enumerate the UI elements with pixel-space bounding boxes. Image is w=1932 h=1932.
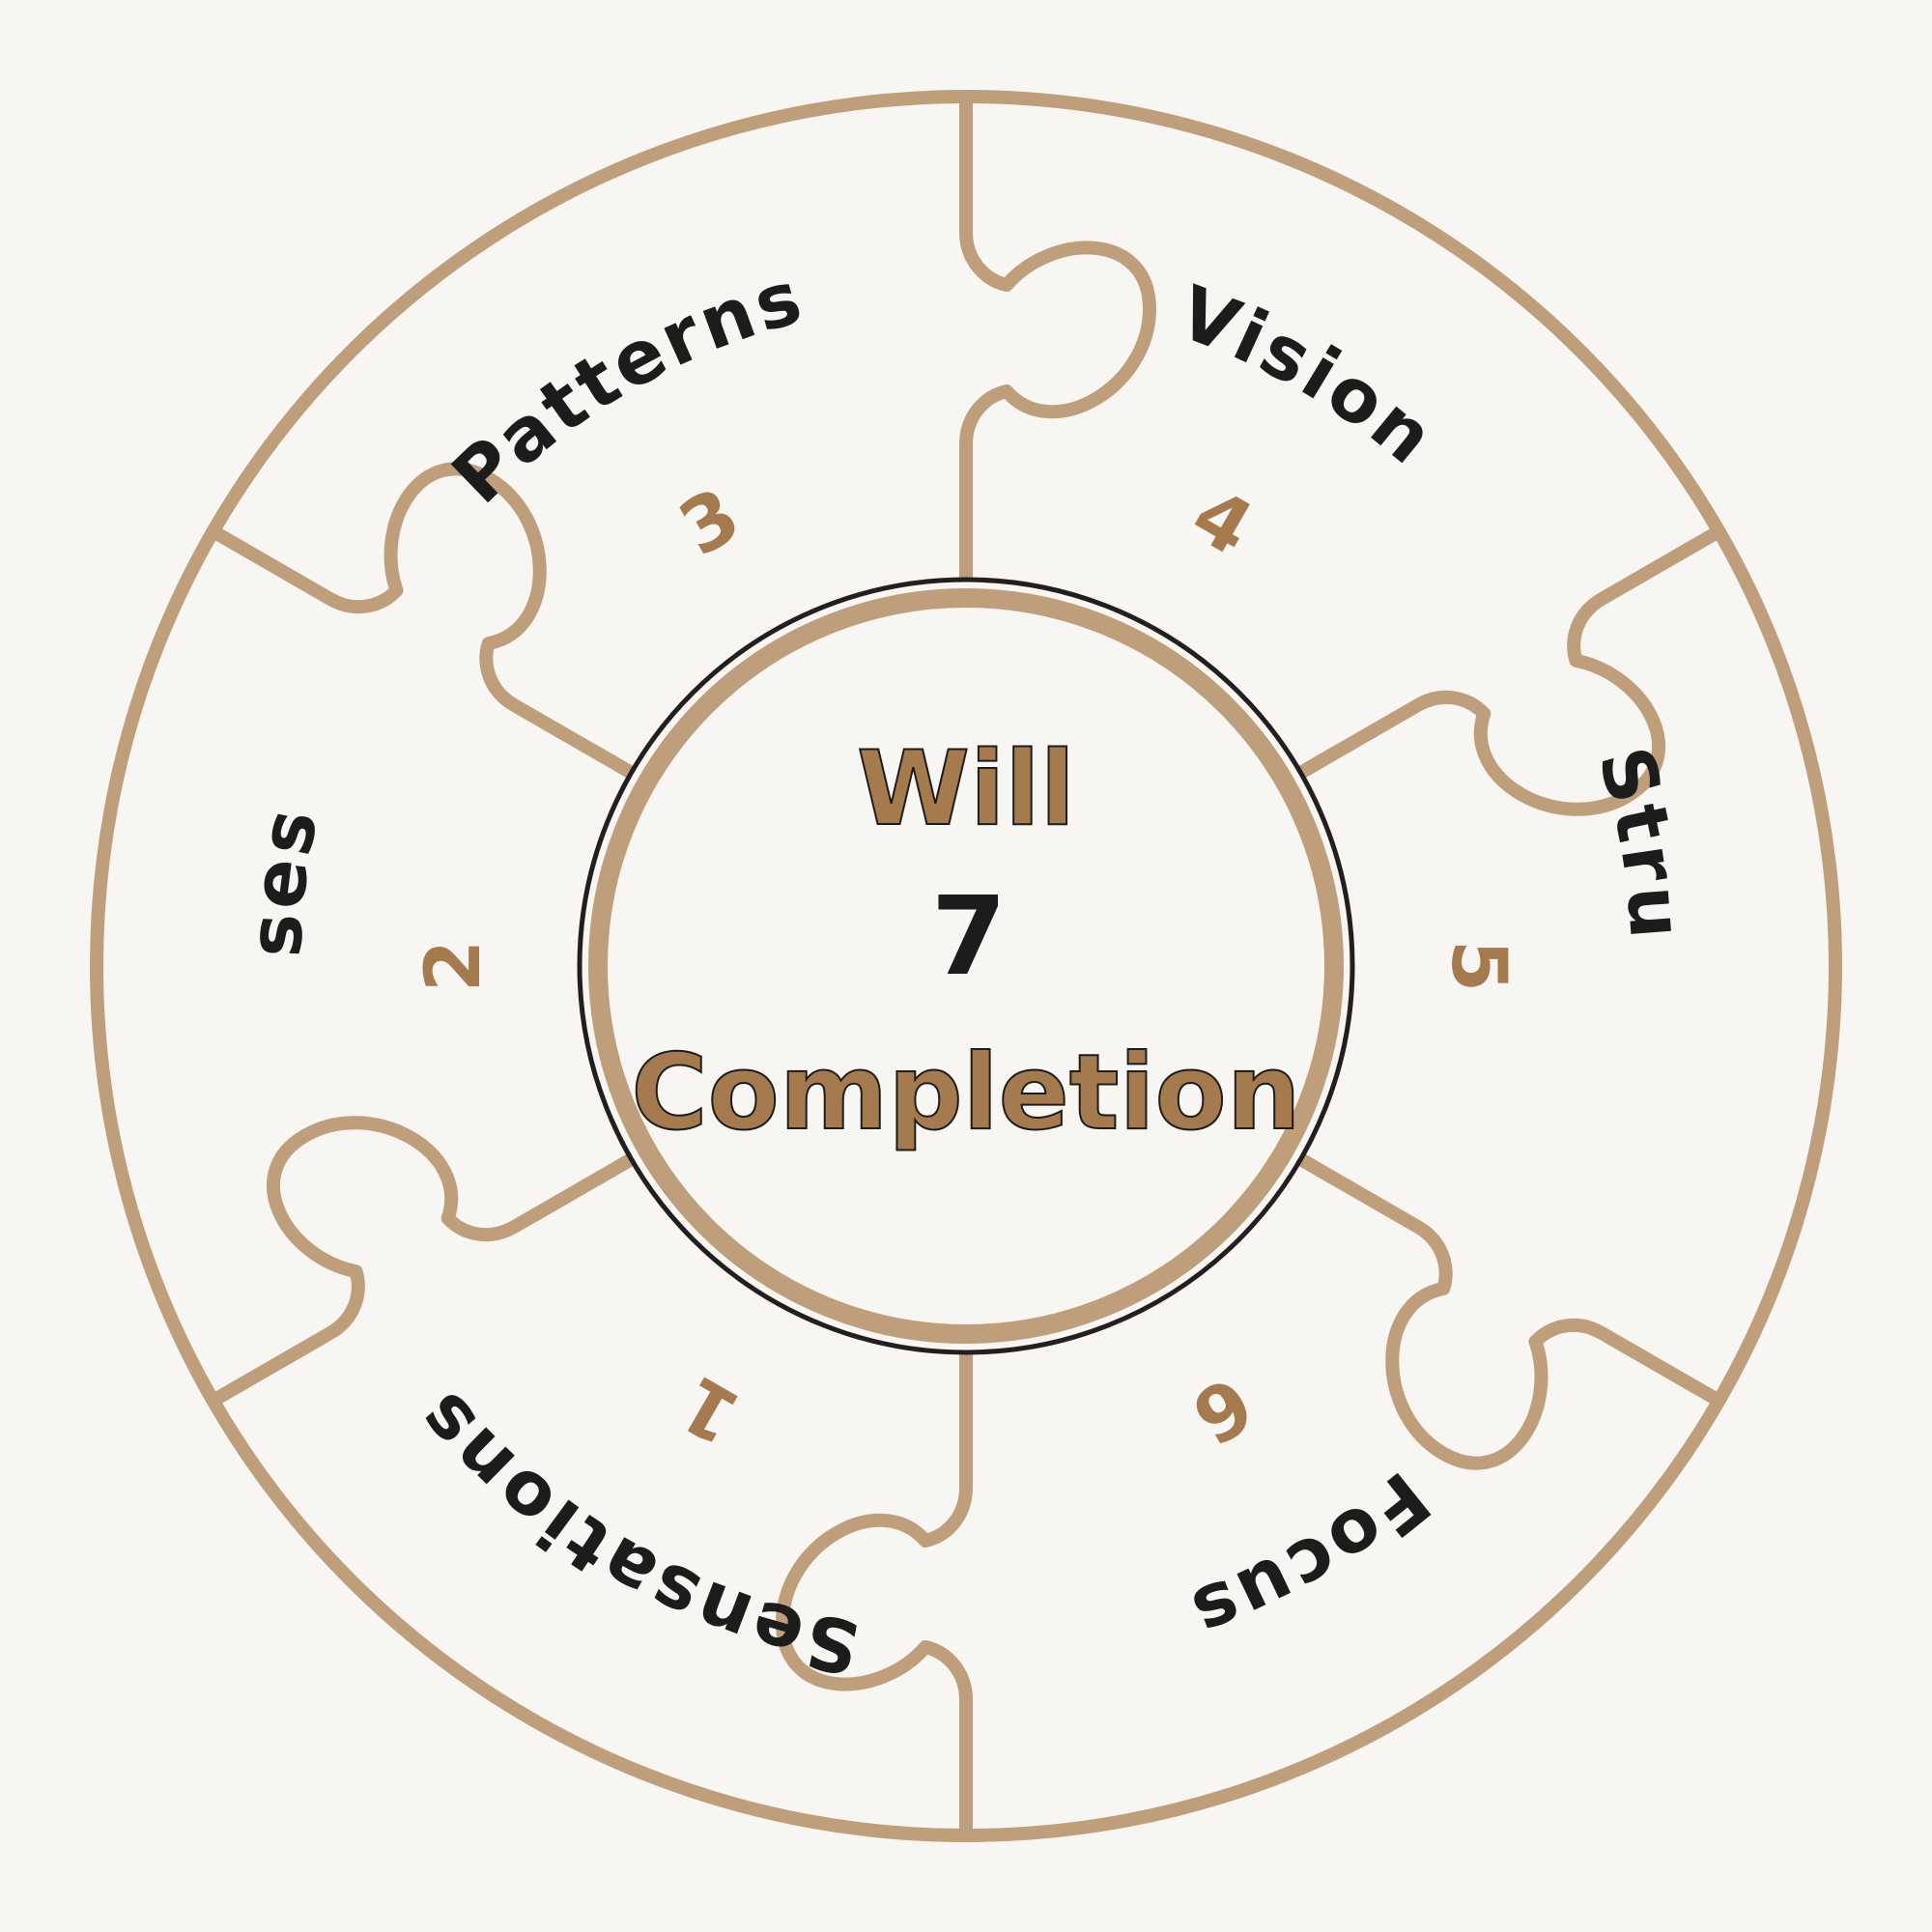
puzzle-connectors: [206, 90, 1726, 1842]
segment-label: Sensations: [396, 1373, 867, 1691]
segment-number: 1: [666, 1358, 754, 1460]
connector-top: [959, 90, 1156, 586]
center-bottom-word: Completion: [631, 1033, 1300, 1153]
center-hub: [577, 577, 1355, 1355]
connector-lower-right: [1293, 1152, 1726, 1470]
segment-label: Senses: [0, 0, 335, 959]
connector-upper-right: [1293, 525, 1726, 816]
center-hub-ring: [588, 588, 1344, 1344]
segment-number: 2: [411, 940, 497, 992]
segment-number: 5: [1435, 940, 1521, 992]
segment-number: 3: [666, 471, 754, 573]
center-top-word: Will: [857, 729, 1075, 848]
segment-label: Patterns: [436, 253, 815, 520]
connector-lower-left: [206, 1116, 639, 1407]
connector-upper-left: [206, 462, 639, 780]
segment-number: 4: [1178, 471, 1266, 573]
segment-label: Vision: [1168, 270, 1454, 484]
segment-label: Focus: [1177, 1455, 1445, 1660]
center-number: 7: [931, 874, 1007, 1000]
segment-number: 6: [1178, 1358, 1266, 1460]
connector-bottom: [776, 1346, 973, 1842]
